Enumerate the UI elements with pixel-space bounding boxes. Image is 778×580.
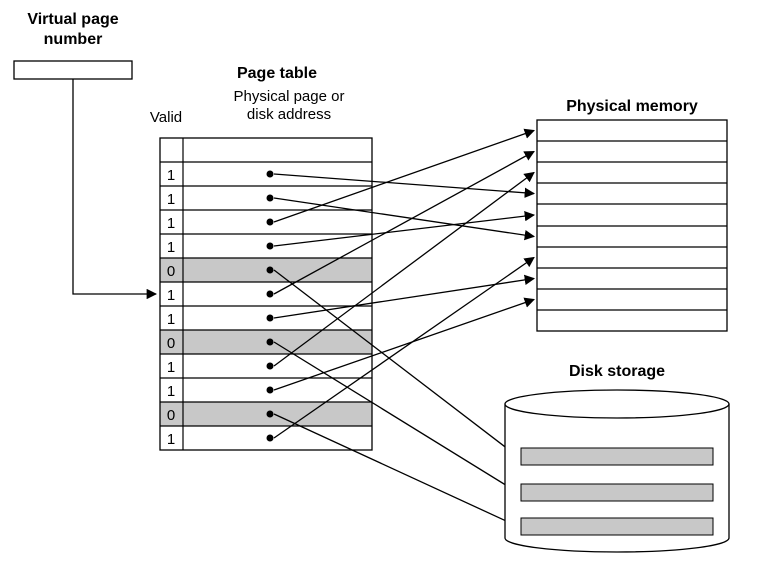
page-table-background xyxy=(160,138,372,450)
page-table-headings: Page table Physical page or disk address… xyxy=(150,65,345,126)
physical-memory-title: Physical memory xyxy=(566,98,698,115)
valid-bit-8: 0 xyxy=(167,335,175,352)
valid-bit-2: 1 xyxy=(167,191,175,208)
valid-bit-3: 1 xyxy=(167,215,175,232)
mapping-arrow-entry-9-to-physical-row-3 xyxy=(273,171,535,367)
entry-dot-6 xyxy=(266,290,274,298)
mapping-arrows xyxy=(273,128,536,527)
mapping-arrow-entry-8-to-disk-block-2 xyxy=(273,341,518,493)
valid-bit-1: 1 xyxy=(167,167,175,184)
entry-dot-1 xyxy=(266,170,274,178)
mapping-arrow-entry-7-to-physical-row-8 xyxy=(273,274,536,319)
virtual-page-to-table-arrow xyxy=(72,79,158,300)
mapping-arrow-entry-3-to-physical-row-1 xyxy=(273,128,535,223)
disk-storage xyxy=(504,389,730,553)
entry-dot-10 xyxy=(266,386,274,394)
mapping-arrow-entry-12-to-physical-row-7 xyxy=(273,256,535,439)
valid-bit-4: 1 xyxy=(167,239,175,256)
virtual-page-label-line1: Virtual page xyxy=(27,11,118,28)
disk-block-1 xyxy=(520,447,714,466)
mapping-arrow-entry-4-to-physical-row-5 xyxy=(273,210,536,247)
valid-bit-5: 0 xyxy=(167,263,175,280)
valid-bit-12: 1 xyxy=(167,431,175,448)
mapping-arrow-entry-6-to-physical-row-2 xyxy=(273,150,535,295)
page-table-subtitle-line1: Physical page or xyxy=(234,88,345,105)
page-table: 1 1 1 1 0 1 1 0 1 1 0 1 xyxy=(159,137,373,451)
mapping-arrow-entry-5-to-disk-block-1 xyxy=(273,269,518,457)
valid-bit-9: 1 xyxy=(167,359,175,376)
virtual-page-label-line2: number xyxy=(44,31,103,48)
disk-cylinder-body xyxy=(504,404,730,553)
entry-dot-4 xyxy=(266,242,274,250)
mapping-arrow-entry-1-to-physical-row-4 xyxy=(273,173,536,198)
page-table-title: Page table xyxy=(237,65,317,82)
entry-dot-7 xyxy=(266,314,274,322)
entry-dots xyxy=(266,170,274,442)
entry-dot-12 xyxy=(266,434,274,442)
physical-memory xyxy=(536,119,728,332)
virtual-page-number-box xyxy=(13,60,133,80)
valid-bit-10: 1 xyxy=(167,383,175,400)
page-table-shaded-row-8 xyxy=(160,330,372,354)
disk-storage-title: Disk storage xyxy=(569,363,665,380)
disk-block-3 xyxy=(520,517,714,536)
disk-block-2 xyxy=(520,483,714,502)
mapping-arrow-entry-2-to-physical-row-6 xyxy=(273,197,536,241)
virtual-page-number-label: Virtual page number xyxy=(27,11,118,48)
page-table-shaded-row-5 xyxy=(160,258,372,282)
entry-dot-11 xyxy=(266,410,274,418)
valid-bit-7: 1 xyxy=(167,311,175,328)
page-table-subtitle-line2: disk address xyxy=(247,106,331,123)
mapping-arrow-entry-11-to-disk-block-3 xyxy=(273,413,518,527)
entry-dot-9 xyxy=(266,362,274,370)
entry-dot-2 xyxy=(266,194,274,202)
entry-dot-8 xyxy=(266,338,274,346)
physical-memory-rows xyxy=(537,140,727,311)
disk-cylinder-top xyxy=(504,389,730,419)
valid-column-label: Valid xyxy=(150,109,182,126)
valid-bits: 1 1 1 1 0 1 1 0 1 1 0 1 xyxy=(167,167,175,448)
valid-bit-6: 1 xyxy=(167,287,175,304)
valid-bit-11: 0 xyxy=(167,407,175,424)
mapping-arrow-entry-10-to-physical-row-9 xyxy=(273,297,535,391)
page-table-grid xyxy=(160,138,372,450)
page-table-border xyxy=(159,137,373,451)
page-table-shaded-row-11 xyxy=(160,402,372,426)
entry-dot-5 xyxy=(266,266,274,274)
entry-dot-3 xyxy=(266,218,274,226)
